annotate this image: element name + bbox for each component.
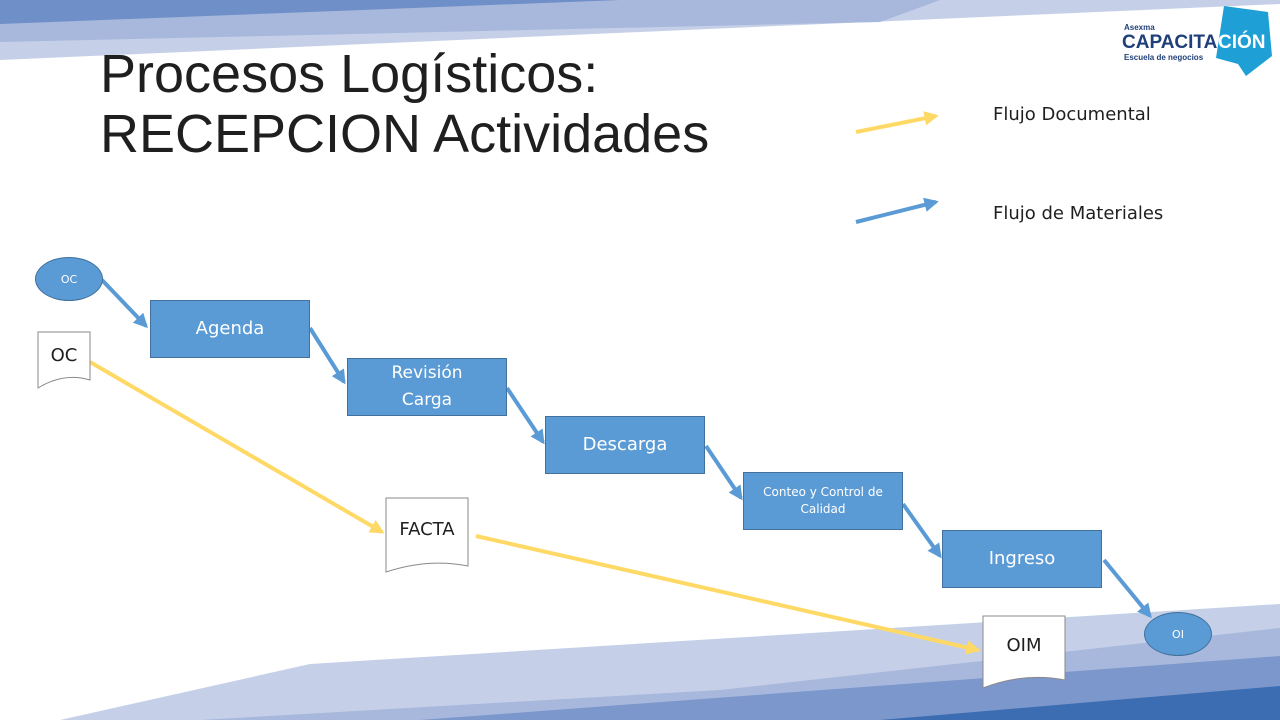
document-oc-label: OC: [50, 344, 78, 366]
process-conteo-control: Conteo y Control de Calidad: [743, 472, 903, 530]
legend-material-flow-label: Flujo de Materiales: [993, 203, 1164, 224]
logo-brand-main: CAPACITA: [1122, 32, 1218, 53]
document-facta-label: FACTA: [399, 518, 455, 540]
process-agenda: Agenda: [150, 300, 310, 358]
bottom-band-deep: [880, 686, 1280, 720]
document-facta-shape: [385, 497, 469, 573]
arrow-oc-to-facta: [88, 360, 385, 534]
document-oim-shape: [982, 615, 1066, 689]
page-title: Procesos Logísticos: RECEPCION Actividad…: [100, 44, 860, 164]
process-descarga-label: Descarga: [582, 433, 668, 455]
arrow-facta-to-oim: [475, 534, 981, 655]
process-descarga: Descarga: [545, 416, 705, 474]
process-agenda-label: Agenda: [195, 317, 265, 339]
process-revision-label-1: Revisión: [391, 362, 463, 383]
legend-material-arrow: [855, 197, 939, 224]
arrow-oc-to-agenda: [100, 278, 148, 329]
logo-small-text: Asexma: [1124, 23, 1155, 32]
logo-brand-accent: CIÓN: [1218, 31, 1266, 53]
top-band-dark: [0, 0, 620, 24]
process-revision-label-2: Carga: [401, 390, 453, 410]
process-ingreso: Ingreso: [942, 530, 1102, 588]
title-line-2: RECEPCION Actividades: [100, 104, 710, 164]
arrow-descarga-to-conteo: [704, 444, 743, 501]
legend-document-flow-label: Flujo Documental: [993, 104, 1151, 125]
oi-circle: OI: [1144, 612, 1212, 656]
arrow-agenda-to-revision: [308, 326, 346, 385]
process-revision-carga: Revisión Carga: [347, 358, 507, 416]
logo-tagline: Escuela de negocios: [1124, 53, 1204, 62]
process-ingreso-label: Ingreso: [988, 547, 1056, 569]
process-conteo-label: Conteo y Control de Calidad: [763, 484, 883, 516]
oc-circle: OC: [35, 257, 103, 301]
arrow-conteo-to-ingreso: [901, 502, 942, 559]
title-line-1: Procesos Logísticos:: [100, 44, 599, 104]
document-oc-shape: [37, 331, 91, 389]
capacitacion-logo: Asexma CAPACITA CIÓN Escuela de negocios: [1122, 6, 1272, 76]
arrow-revision-to-descarga: [505, 386, 545, 445]
arrow-ingreso-to-oi: [1102, 558, 1152, 619]
logo-speech-shape: [1216, 6, 1272, 76]
legend-document-arrow: [855, 111, 939, 134]
document-oim-label: OIM: [1006, 634, 1042, 656]
